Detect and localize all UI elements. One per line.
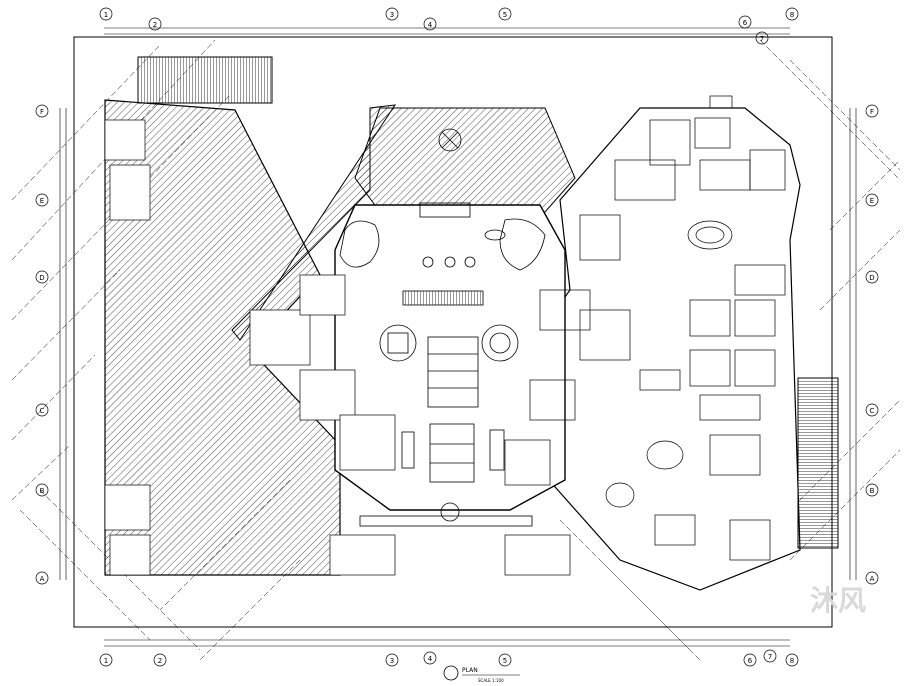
plan-title-bubble bbox=[443, 665, 459, 681]
svg-text:C: C bbox=[40, 407, 45, 415]
hatched-north-canopy bbox=[354, 107, 576, 213]
grid-bubbles-left: F E D C B A bbox=[35, 104, 49, 585]
grid-bubble-right-f: F bbox=[865, 104, 879, 118]
grid-bubbles-top: 1 2 3 4 5 6 7 8 bbox=[99, 7, 799, 45]
grid-bubble-left-d: D bbox=[35, 270, 49, 284]
svg-text:B: B bbox=[40, 487, 45, 495]
svg-text:8: 8 bbox=[790, 657, 794, 665]
svg-text:8: 8 bbox=[790, 11, 794, 19]
grid-bubble-top-4: 4 bbox=[423, 17, 437, 31]
svg-text:3: 3 bbox=[390, 11, 394, 19]
svg-text:1: 1 bbox=[104, 11, 108, 19]
grid-bubble-left-e: E bbox=[35, 193, 49, 207]
bar-lounge bbox=[339, 202, 546, 271]
svg-text:4: 4 bbox=[428, 21, 433, 29]
svg-text:E: E bbox=[870, 197, 874, 205]
svg-text:2: 2 bbox=[153, 21, 157, 29]
north-stair bbox=[137, 56, 273, 104]
svg-text:F: F bbox=[40, 108, 44, 116]
grid-bubble-top-3: 3 bbox=[385, 7, 399, 21]
grid-bubble-top-6: 6 bbox=[738, 15, 752, 29]
svg-text:5: 5 bbox=[503, 657, 507, 665]
grid-bubble-top-5: 5 bbox=[498, 7, 512, 21]
grid-bubble-right-d: D bbox=[865, 270, 879, 284]
grid-bubble-bottom-6: 6 bbox=[743, 653, 757, 667]
dimension-lines bbox=[59, 27, 857, 647]
svg-text:D: D bbox=[869, 274, 874, 282]
grid-bubble-top-2: 2 bbox=[148, 17, 162, 31]
watermark-logo: 沐风 bbox=[810, 584, 866, 617]
east-wing-rooms bbox=[504, 95, 786, 561]
grid-bubbles-right: F E D C B A bbox=[865, 104, 879, 585]
svg-text:4: 4 bbox=[428, 655, 433, 663]
svg-text:B: B bbox=[870, 487, 875, 495]
grid-bubble-left-a: A bbox=[35, 571, 49, 585]
svg-text:D: D bbox=[39, 274, 44, 282]
plan-title: PLAN bbox=[462, 667, 478, 674]
grid-bubble-right-a: A bbox=[865, 571, 879, 585]
grid-bubble-bottom-3: 3 bbox=[385, 653, 399, 667]
svg-text:6: 6 bbox=[748, 657, 753, 665]
grid-bubble-left-f: F bbox=[35, 104, 49, 118]
grid-bubble-right-c: C bbox=[865, 403, 879, 417]
grid-bubble-bottom-4: 4 bbox=[423, 651, 437, 665]
grid-bubble-top-7: 7 bbox=[755, 31, 769, 45]
grid-bubble-left-c: C bbox=[35, 403, 49, 417]
svg-text:A: A bbox=[40, 575, 45, 583]
grid-bubble-bottom-1: 1 bbox=[99, 653, 113, 667]
grid-bubble-bottom-8: 8 bbox=[785, 653, 799, 667]
lobby-furniture bbox=[359, 128, 533, 527]
grid-bubble-bottom-5: 5 bbox=[498, 653, 512, 667]
reception-counter bbox=[402, 290, 484, 306]
svg-text:E: E bbox=[40, 197, 44, 205]
svg-text:2: 2 bbox=[158, 657, 162, 665]
svg-text:C: C bbox=[870, 407, 875, 415]
grid-bubble-left-b: B bbox=[35, 483, 49, 497]
svg-text:1: 1 bbox=[104, 657, 108, 665]
plan-scale: SCALE 1:100 bbox=[478, 678, 504, 683]
grid-bubble-bottom-7: 7 bbox=[763, 649, 777, 663]
grid-bubble-bottom-2: 2 bbox=[153, 653, 167, 667]
svg-text:3: 3 bbox=[390, 657, 394, 665]
svg-text:7: 7 bbox=[760, 35, 764, 43]
drawing-frame bbox=[73, 36, 833, 628]
grid-bubble-top-8: 8 bbox=[785, 7, 799, 21]
grid-bubble-right-b: B bbox=[865, 483, 879, 497]
svg-text:7: 7 bbox=[768, 653, 772, 661]
svg-text:F: F bbox=[870, 108, 874, 116]
east-stair bbox=[797, 377, 839, 549]
svg-text:5: 5 bbox=[503, 11, 507, 19]
grid-bubbles-bottom: 1 2 3 4 5 6 7 8 bbox=[99, 649, 799, 667]
svg-text:A: A bbox=[870, 575, 875, 583]
plan-title-block: PLAN SCALE 1:100 bbox=[443, 665, 520, 683]
grid-bubble-right-e: E bbox=[865, 193, 879, 207]
west-wing-rooms bbox=[104, 119, 571, 576]
grid-bubble-top-1: 1 bbox=[99, 7, 113, 21]
svg-text:6: 6 bbox=[743, 19, 748, 27]
